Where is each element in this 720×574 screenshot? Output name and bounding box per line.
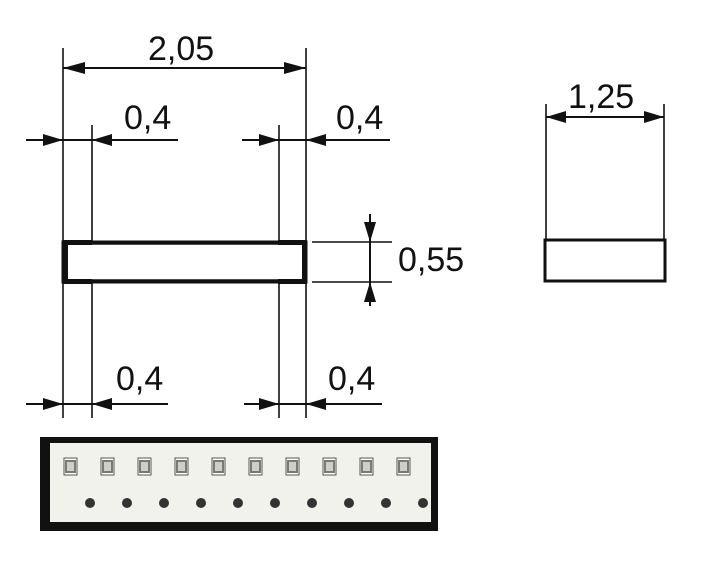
tape-component <box>211 457 226 476</box>
sprocket-hole <box>344 498 354 508</box>
dim-text-top-right-pad: 0,4 <box>336 99 383 137</box>
dim-text-bottom-right-pad: 0,4 <box>328 360 375 398</box>
dim-text-width: 1,25 <box>568 78 634 116</box>
tape-component <box>174 457 189 476</box>
dim-text-overall-length: 2,05 <box>148 30 214 68</box>
sprocket-hole <box>307 498 317 508</box>
dim-text-thickness: 0,55 <box>398 241 464 279</box>
sprocket-hole <box>381 498 391 508</box>
tape-component <box>100 457 115 476</box>
component-tape-strip <box>40 437 438 531</box>
end-view: 1,25 <box>543 78 667 283</box>
tape-component <box>248 457 263 476</box>
sprocket-hole <box>122 498 132 508</box>
dim-top-left-pad: 0,4 <box>26 99 178 146</box>
sprocket-hole <box>85 498 95 508</box>
tape-component <box>285 457 300 476</box>
dim-top-right-pad: 0,4 <box>242 99 390 146</box>
dim-bottom-left-pad: 0,4 <box>26 360 168 410</box>
dim-thickness: 0,55 <box>364 214 464 306</box>
tape-component <box>322 457 337 476</box>
sprocket-hole <box>233 498 243 508</box>
extension-lines <box>62 48 392 418</box>
side-view-body <box>61 240 308 284</box>
sprocket-hole <box>196 498 206 508</box>
dim-bottom-right-pad: 0,4 <box>244 360 382 410</box>
tape-component <box>137 457 152 476</box>
sprocket-hole <box>270 498 280 508</box>
sprocket-hole <box>159 498 169 508</box>
dim-text-top-left-pad: 0,4 <box>124 99 171 137</box>
dim-text-bottom-left-pad: 0,4 <box>116 360 163 398</box>
tape-component <box>359 457 374 476</box>
sprocket-hole <box>418 498 428 508</box>
dim-overall-length: 2,05 <box>63 30 306 74</box>
tape-component <box>63 457 78 476</box>
tape-component <box>396 457 411 476</box>
